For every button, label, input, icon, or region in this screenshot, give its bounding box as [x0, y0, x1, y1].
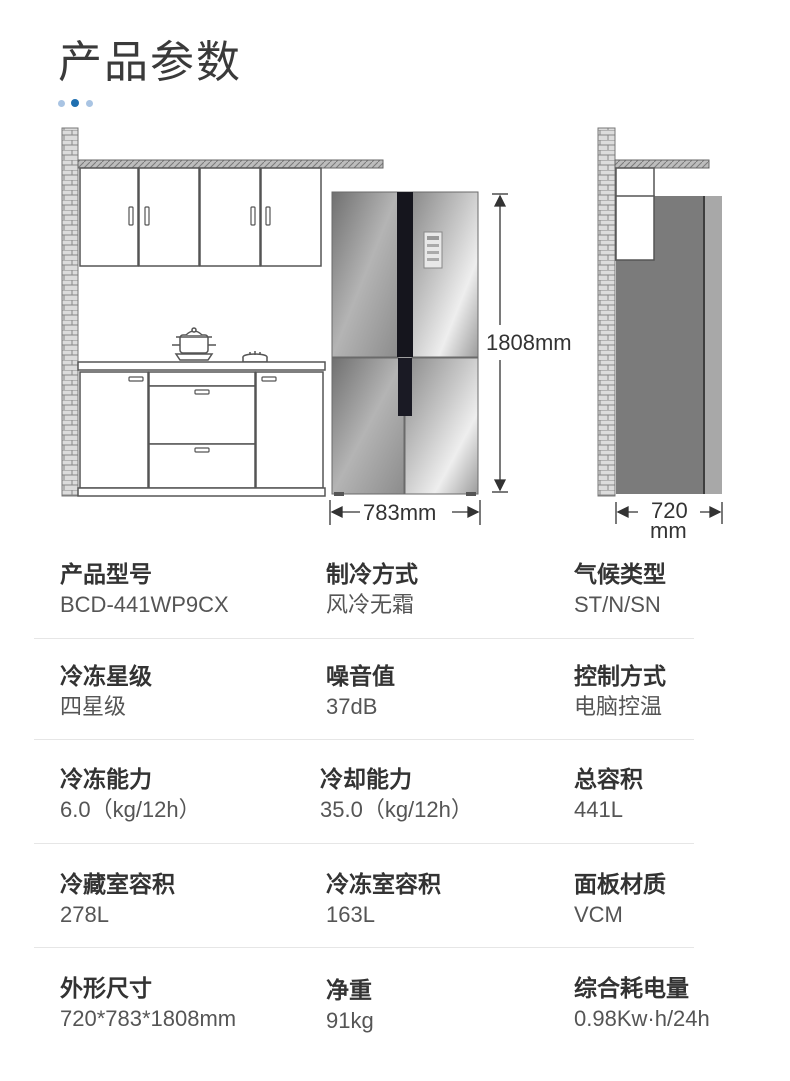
spec-value: BCD-441WP9CX	[60, 592, 229, 617]
spec-item: 气候类型 ST/N/SN	[574, 560, 666, 620]
spec-row: 冷藏室容积 278L 冷冻室容积 163L 面板材质 VCM	[0, 870, 790, 974]
spec-label: 冷却能力	[320, 767, 412, 793]
depth-label: 720	[651, 498, 688, 523]
height-label: 1808mm	[486, 330, 572, 355]
spec-value: 风冷无霜	[326, 592, 415, 617]
spec-value: 278L	[60, 902, 109, 927]
refrigerator-front	[331, 191, 479, 496]
spec-item: 综合耗电量 0.98Kw·h/24h	[574, 974, 710, 1034]
spec-label: 气候类型	[574, 562, 666, 588]
spec-item: 冷冻能力 6.0（kg/12h）	[60, 765, 201, 825]
width-dimension-line	[329, 500, 481, 525]
spec-label: 噪音值	[326, 664, 395, 690]
divider	[34, 739, 694, 740]
countertop	[77, 361, 326, 371]
dot-icon	[86, 100, 93, 107]
side-view-wall	[597, 127, 616, 497]
page-title: 产品参数	[58, 37, 242, 88]
spec-item: 制冷方式 风冷无霜	[326, 560, 418, 620]
spec-item: 总容积 441L	[574, 765, 643, 825]
dot-icon	[71, 99, 79, 107]
depth-unit-label: mm	[650, 518, 687, 543]
upper-cabinets	[79, 167, 322, 267]
dot-icon	[58, 100, 65, 107]
brick-wall-left	[61, 127, 79, 497]
spec-value: 35.0（kg/12h）	[320, 797, 473, 822]
spec-label: 冷冻星级	[60, 664, 152, 690]
spec-item: 冷藏室容积 278L	[60, 870, 175, 930]
spec-value: 37dB	[326, 694, 378, 719]
divider	[34, 843, 694, 844]
refrigerator-side	[615, 195, 722, 494]
spec-row: 外形尺寸 720*783*1808mm 净重 91kg 综合耗电量 0.98Kw…	[0, 974, 790, 1078]
kitchen-fridge-illustration	[61, 127, 723, 525]
spec-label: 净重	[326, 978, 372, 1004]
spec-value: 163L	[326, 902, 375, 927]
spec-label: 综合耗电量	[574, 976, 689, 1002]
spec-label: 外形尺寸	[60, 976, 152, 1002]
spec-label: 冷冻室容积	[326, 872, 441, 898]
side-ceiling-shelf	[614, 159, 710, 169]
spec-row: 冷冻能力 6.0（kg/12h） 冷却能力 35.0（kg/12h） 总容积 4…	[0, 765, 790, 869]
spec-value: 720*783*1808mm	[60, 1006, 237, 1031]
spec-row: 冷冻星级 四星级 噪音值 37dB 控制方式 电脑控温	[0, 662, 790, 766]
spec-item: 控制方式 电脑控温	[574, 662, 666, 722]
spec-row: 产品型号 BCD-441WP9CX 制冷方式 风冷无霜 气候类型 ST/N/SN	[0, 560, 790, 664]
lower-cabinets	[77, 371, 326, 497]
drawer-handles	[128, 376, 277, 453]
spec-label: 冷冻能力	[60, 767, 152, 793]
spec-value: 电脑控温	[574, 694, 663, 719]
spec-item: 面板材质 VCM	[574, 870, 666, 930]
divider	[34, 638, 694, 639]
spec-value: 6.0（kg/12h）	[60, 797, 201, 822]
depth-dimension-line	[615, 502, 723, 524]
spec-value: 四星级	[60, 694, 127, 719]
cooking-pot-icon	[172, 327, 216, 361]
spec-item: 冷冻星级 四星级	[60, 662, 152, 722]
installation-diagram: 1808mm 783mm 720 mm	[61, 127, 723, 543]
spec-item: 产品型号 BCD-441WP9CX	[60, 560, 229, 620]
cabinet-handles	[128, 206, 271, 226]
divider	[34, 947, 694, 948]
spec-item: 冷却能力 35.0（kg/12h）	[320, 765, 473, 825]
spec-label: 冷藏室容积	[60, 872, 175, 898]
spec-label: 控制方式	[574, 664, 666, 690]
spec-value: 91kg	[326, 1008, 374, 1033]
spec-item: 外形尺寸 720*783*1808mm	[60, 974, 236, 1034]
spec-item: 噪音值 37dB	[326, 662, 395, 722]
spec-value: 0.98Kw·h/24h	[574, 1006, 710, 1031]
spec-label: 面板材质	[574, 872, 666, 898]
height-dimension-line	[492, 193, 508, 493]
ceiling-shelf	[77, 159, 384, 169]
gas-burner-icon	[242, 351, 268, 363]
spec-item: 净重 91kg	[326, 976, 374, 1036]
spec-value: ST/N/SN	[574, 592, 661, 617]
spec-value: VCM	[574, 902, 623, 927]
spec-label: 总容积	[574, 767, 643, 793]
spec-label: 制冷方式	[326, 562, 418, 588]
spec-label: 产品型号	[60, 562, 152, 588]
spec-value: 441L	[574, 797, 623, 822]
spec-item: 冷冻室容积 163L	[326, 870, 441, 930]
width-label: 783mm	[363, 500, 437, 525]
